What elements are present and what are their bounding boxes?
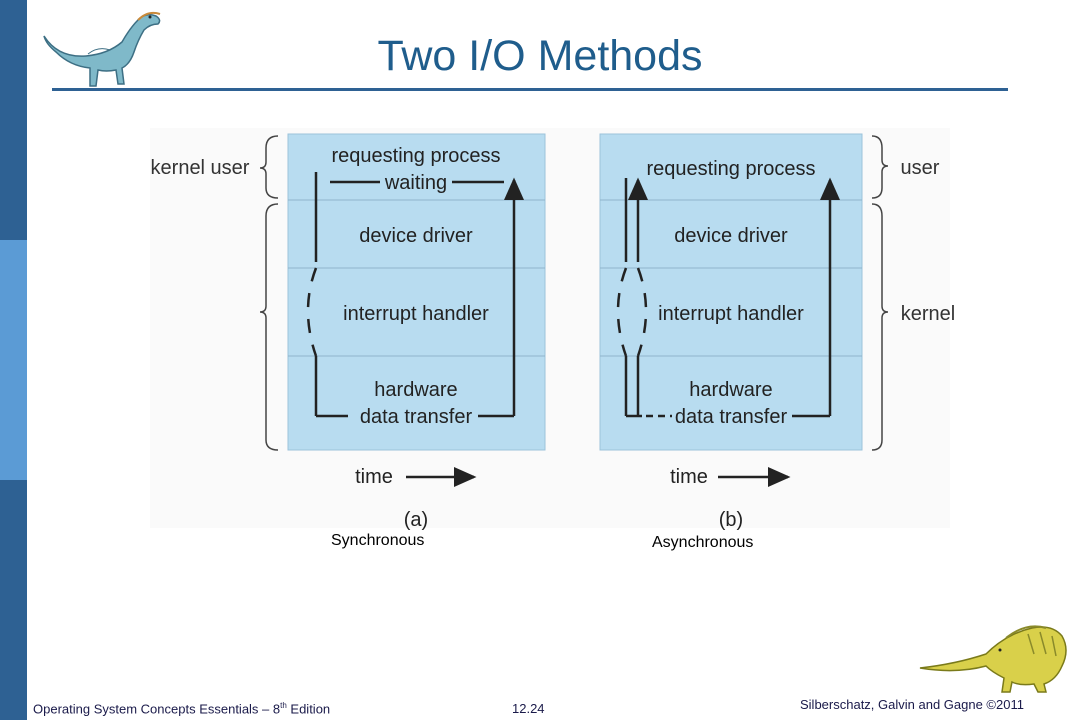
footer-book-title: Operating System Concepts Essentials – 8… [33, 701, 330, 716]
sync-caption: Synchronous [331, 532, 425, 549]
async-interrupt-curve-outer [616, 267, 628, 357]
sync-interrupt-curve [306, 267, 318, 357]
async-time-label: time [670, 466, 708, 488]
sync-interrupt-handler-label: interrupt handler [343, 303, 489, 325]
title-underline [52, 88, 1008, 91]
async-data-transfer-label: data transfer [675, 406, 788, 428]
sync-data-transfer-label: data transfer [360, 406, 473, 428]
sync-kernel-user-label: kernel user [151, 157, 250, 179]
footer-book-title-suffix: Edition [286, 701, 331, 717]
async-caption: Asynchronous [652, 534, 754, 551]
async-user-label: user [901, 157, 940, 179]
sync-hardware-label: hardware [374, 379, 457, 401]
sync-waiting-label: waiting [384, 172, 447, 194]
sync-requesting-process-label: requesting process [332, 145, 501, 167]
footer-authors: Silberschatz, Galvin and Gagne ©2011 [800, 697, 1024, 712]
async-interrupt-curve-inner [636, 267, 648, 357]
async-kernel-brace [871, 203, 889, 451]
dinosaur-logo-icon [43, 11, 161, 87]
async-hardware-label: hardware [689, 379, 772, 401]
sync-panel [287, 133, 546, 451]
async-kernel-label: kernel [901, 303, 955, 325]
side-accent-highlight [0, 240, 27, 480]
sync-panel-label: (a) [404, 509, 428, 531]
footer-page-number: 12.24 [512, 701, 545, 716]
async-interrupt-handler-label: interrupt handler [658, 303, 804, 325]
footer-book-title-sup: th [280, 701, 287, 710]
async-requesting-process-label: requesting process [647, 158, 816, 180]
async-device-driver-label: device driver [674, 225, 788, 247]
sync-device-driver-label: device driver [359, 225, 473, 247]
sync-user-brace [259, 135, 279, 199]
slide-title: Two I/O Methods [377, 32, 703, 80]
async-panel [599, 133, 863, 451]
dinosaur-illustration-icon [919, 625, 1067, 693]
sync-kernel-brace [259, 203, 279, 451]
async-user-brace [871, 135, 889, 199]
async-panel-label: (b) [719, 509, 743, 531]
sync-time-label: time [355, 466, 393, 488]
footer-book-title-text: Operating System Concepts Essentials – 8 [33, 701, 281, 717]
